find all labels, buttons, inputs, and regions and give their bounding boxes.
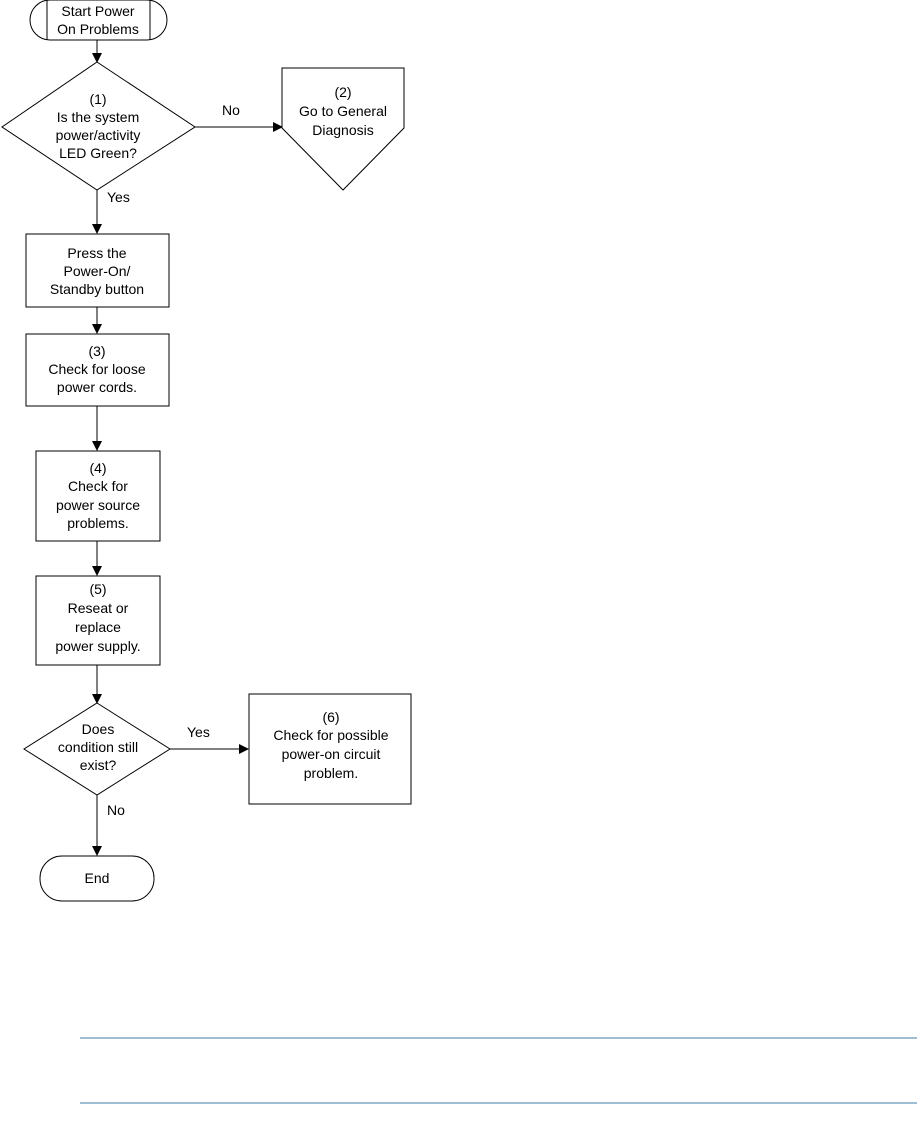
- step6-line-3: power-on circuit: [282, 746, 381, 762]
- decision-1-led-green: (1) Is the system power/activity LED Gre…: [1, 61, 196, 191]
- offpage2-line-3: Diagnosis: [312, 122, 373, 138]
- process-press-power-button: Press the Power-On/ Standby button: [25, 233, 170, 308]
- edge-label-decision1-no: No: [222, 102, 240, 118]
- step5-line-2: Reseat or: [68, 600, 129, 616]
- edge-label-decision1-yes: Yes: [107, 189, 130, 205]
- step4-line-2: Check for: [68, 478, 128, 494]
- process-step-3-loose-cords: (3) Check for loose power cords.: [25, 333, 170, 407]
- step6-line-1: (6): [322, 709, 339, 725]
- step6-line-4: problem.: [304, 765, 358, 781]
- process-step-4-power-source: (4) Check for power source problems.: [35, 450, 161, 542]
- decision2-line-2: condition still: [58, 739, 138, 755]
- step3-line-2: Check for loose: [48, 361, 145, 377]
- step4-line-1: (4): [89, 460, 106, 476]
- step4-line-4: problems.: [67, 515, 128, 531]
- press-line-2: Power-On/: [64, 263, 131, 279]
- step5-line-3: replace: [75, 619, 121, 635]
- edge-label-decision2-no: No: [107, 802, 125, 818]
- press-line-3: Standby button: [50, 281, 144, 297]
- edge-label-decision2-yes: Yes: [187, 724, 210, 740]
- decision1-line-1: (1): [89, 91, 106, 107]
- decision2-line-1: Does: [82, 721, 115, 737]
- decision1-line-2: Is the system: [57, 109, 139, 125]
- step3-line-1: (3): [88, 343, 105, 359]
- step6-line-2: Check for possible: [273, 727, 388, 743]
- decision1-line-3: power/activity: [56, 127, 141, 143]
- step3-line-3: power cords.: [57, 379, 137, 395]
- step4-line-3: power source: [56, 497, 140, 513]
- offpage2-line-1: (2): [334, 84, 351, 100]
- end-terminator: End: [39, 855, 155, 902]
- offpage2-line-2: Go to General: [299, 103, 387, 119]
- step5-line-1: (5): [89, 581, 106, 597]
- press-line-1: Press the: [67, 245, 126, 261]
- end-label: End: [85, 870, 110, 886]
- offpage-connector-general-diagnosis: (2) Go to General Diagnosis: [281, 67, 405, 191]
- process-step-6-power-on-circuit: (6) Check for possible power-on circuit …: [248, 693, 412, 805]
- start-line-1: Start Power: [61, 3, 134, 19]
- decision2-line-3: exist?: [80, 757, 117, 773]
- step5-line-4: power supply.: [55, 638, 140, 654]
- decision-2-condition-exists: Does condition still exist?: [23, 702, 171, 796]
- process-step-5-power-supply: (5) Reseat or replace power supply.: [35, 575, 161, 666]
- start-terminator: Start Power On Problems: [29, 0, 168, 41]
- start-line-2: On Problems: [57, 21, 139, 37]
- decision1-line-4: LED Green?: [59, 145, 137, 161]
